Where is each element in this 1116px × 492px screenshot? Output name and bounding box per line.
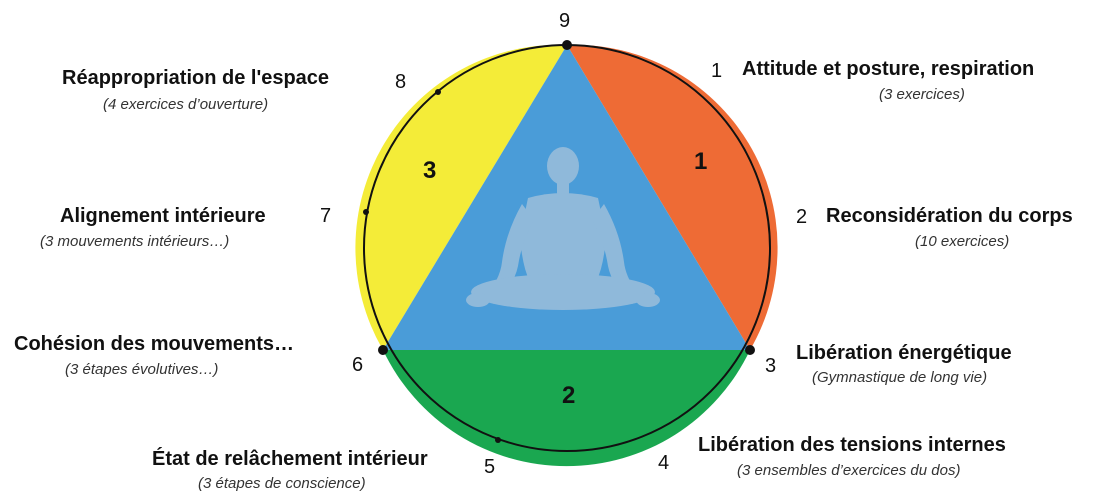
segment-2-green bbox=[383, 350, 750, 467]
station-number-8: 8 bbox=[395, 71, 407, 93]
station-subtitle-2: (10 exercices) bbox=[915, 233, 1010, 250]
station-number-2: 2 bbox=[796, 206, 808, 228]
station-number-5: 5 bbox=[484, 456, 496, 478]
segment-number-3: 3 bbox=[423, 157, 437, 184]
station-title-5: État de relâchement intérieur bbox=[152, 448, 428, 470]
station-number-3: 3 bbox=[765, 355, 777, 377]
station-number-1: 1 bbox=[711, 60, 723, 82]
station-subtitle-5: (3 étapes de conscience) bbox=[198, 475, 366, 492]
segment-number-2: 2 bbox=[562, 382, 576, 409]
station-number-6: 6 bbox=[352, 354, 364, 376]
station-title-4: Libération des tensions internes bbox=[698, 434, 1006, 456]
station-title-6: Cohésion des mouvements… bbox=[14, 333, 295, 355]
meditation-figure-icon bbox=[466, 147, 660, 310]
station-subtitle-7: (3 mouvements intérieurs…) bbox=[40, 233, 230, 250]
segment-number-1: 1 bbox=[694, 148, 708, 175]
station-title-8: Réappropriation de l'espace bbox=[62, 67, 330, 89]
tick-mark-8 bbox=[435, 89, 441, 95]
station-title-3: Libération énergétique bbox=[796, 342, 1012, 364]
station-title-1: Attitude et posture, respiration bbox=[742, 58, 1035, 80]
station-subtitle-6: (3 étapes évolutives…) bbox=[65, 361, 219, 378]
station-subtitle-4: (3 ensembles d’exercices du dos) bbox=[737, 462, 961, 479]
vertex-dot-6 bbox=[378, 345, 388, 355]
station-title-2: Reconsidération du corps bbox=[826, 205, 1073, 227]
tick-mark-7 bbox=[363, 209, 369, 215]
station-subtitle-3: (Gymnastique de long vie) bbox=[812, 369, 988, 386]
station-subtitle-8: (4 exercices d’ouverture) bbox=[103, 96, 269, 113]
station-number-9: 9 bbox=[559, 10, 571, 32]
vertex-dot-9 bbox=[562, 40, 572, 50]
station-number-7: 7 bbox=[320, 205, 332, 227]
station-number-4: 4 bbox=[658, 452, 670, 474]
station-title-7: Alignement intérieure bbox=[60, 205, 266, 227]
station-subtitle-1: (3 exercices) bbox=[879, 86, 965, 103]
tick-mark-5 bbox=[495, 437, 501, 443]
vertex-dot-3 bbox=[745, 345, 755, 355]
